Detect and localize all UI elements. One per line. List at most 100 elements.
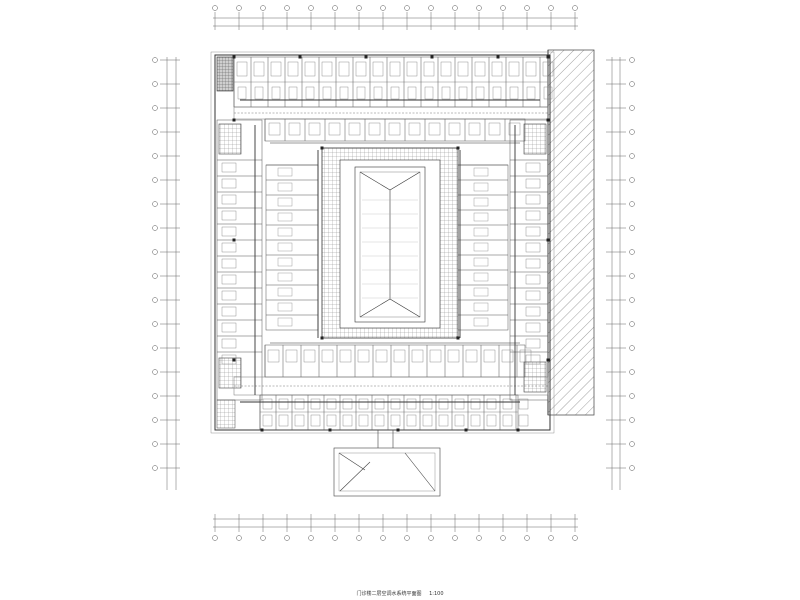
room-fixture — [423, 61, 435, 77]
room-fixture — [237, 86, 247, 100]
room-fixture — [221, 274, 237, 285]
room-fixture — [342, 398, 353, 410]
room-fixture — [473, 182, 489, 192]
room-fixture — [508, 122, 521, 136]
axis-bubble — [152, 273, 158, 279]
room-fixture — [262, 414, 273, 427]
room-fixture — [422, 398, 433, 410]
room-fixture — [406, 398, 417, 410]
room-fixture — [271, 86, 281, 100]
column — [232, 238, 236, 242]
axis-bubble — [152, 105, 158, 111]
axis-bubble — [380, 5, 386, 11]
room-fixture — [468, 122, 481, 136]
room-fixture — [270, 61, 282, 77]
room-fixture — [322, 86, 332, 100]
column — [298, 55, 302, 59]
axis-bubble — [476, 535, 482, 541]
room-fixture — [424, 86, 434, 100]
room-fixture — [221, 258, 237, 269]
room-fixture — [277, 167, 293, 177]
room-fixture — [221, 306, 237, 317]
grid-axis-bubbles — [152, 5, 635, 541]
room-fixture — [304, 61, 316, 77]
room-fixture — [465, 349, 478, 363]
room-fixture — [470, 398, 481, 410]
room-fixture — [525, 242, 541, 253]
room-fixture — [221, 322, 237, 333]
room-fixture — [525, 274, 541, 285]
room-fixture — [373, 86, 383, 100]
room-fixture — [305, 86, 315, 100]
axis-bubble — [152, 81, 158, 87]
room-fixture — [358, 414, 369, 427]
room-fixture — [543, 86, 553, 100]
room-fixture — [440, 61, 452, 77]
south-corridor — [233, 376, 549, 396]
north-room-band — [233, 56, 554, 108]
south-room-band — [259, 394, 529, 431]
axis-bubble — [629, 201, 635, 207]
room-fixture — [519, 349, 532, 363]
room-fixture — [408, 122, 421, 136]
axis-bubble — [332, 5, 338, 11]
room-fixture — [393, 349, 406, 363]
axis-bubble — [152, 345, 158, 351]
axis-bubble — [152, 297, 158, 303]
axis-bubble — [152, 441, 158, 447]
room-fixture — [287, 61, 299, 77]
axis-bubble — [629, 369, 635, 375]
room-fixture — [501, 349, 514, 363]
room-fixture — [525, 322, 541, 333]
room-fixture — [285, 349, 298, 363]
axis-bubble — [152, 57, 158, 63]
axis-bubble — [629, 153, 635, 159]
room-fixture — [473, 242, 489, 252]
room-fixture — [236, 61, 248, 77]
room-fixture — [390, 414, 401, 427]
axis-bubble — [524, 535, 530, 541]
axis-bubble — [629, 393, 635, 399]
axis-bubble — [284, 5, 290, 11]
room-fixture — [277, 197, 293, 207]
axis-bubble — [629, 297, 635, 303]
drawing-caption: 门诊楼二层空调水系统平面图 1:100 — [0, 590, 800, 597]
room-fixture — [221, 178, 237, 189]
room-fixture — [374, 414, 385, 427]
room-fixture — [221, 162, 237, 173]
axis-bubble — [629, 177, 635, 183]
room-fixture — [389, 61, 401, 77]
room-fixture — [492, 86, 502, 100]
structural-columns — [232, 55, 550, 432]
axis-bubble — [332, 535, 338, 541]
room-fixture — [502, 414, 513, 427]
room-fixture — [526, 86, 536, 100]
room-fixture — [518, 398, 529, 410]
room-fixture — [277, 227, 293, 237]
room-fixture — [518, 414, 529, 427]
room-fixture — [525, 290, 541, 301]
column — [396, 428, 400, 432]
column — [320, 336, 324, 340]
axis-bubble — [452, 5, 458, 11]
room-fixture — [326, 414, 337, 427]
axis-bubble — [524, 5, 530, 11]
axis-bubble — [629, 225, 635, 231]
room-fixture — [338, 61, 350, 77]
room-fixture — [458, 86, 468, 100]
west-stair-upper — [218, 123, 242, 155]
room-fixture — [438, 398, 449, 410]
room-fixture — [348, 122, 361, 136]
axis-bubble — [284, 535, 290, 541]
room-fixture — [542, 61, 554, 77]
room-fixture — [473, 257, 489, 267]
room-fixture — [509, 86, 519, 100]
axis-bubble — [629, 441, 635, 447]
axis-bubble — [629, 345, 635, 351]
room-fixture — [473, 287, 489, 297]
room-fixture — [454, 414, 465, 427]
room-fixture — [375, 349, 388, 363]
room-fixture — [294, 398, 305, 410]
room-fixture — [457, 61, 469, 77]
